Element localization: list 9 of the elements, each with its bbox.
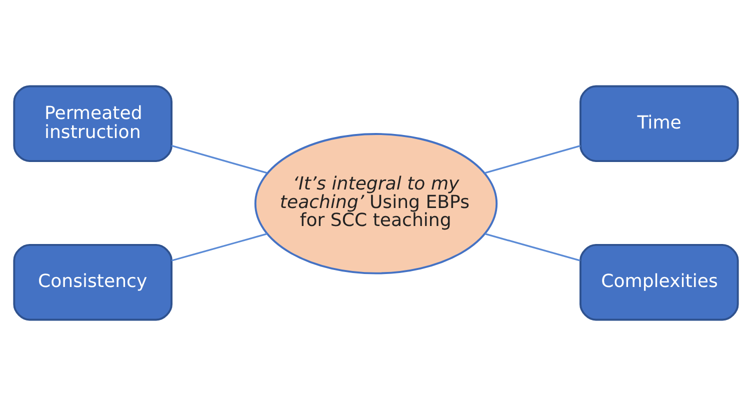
- connector: [170, 144, 267, 174]
- node-box: Consistency: [12, 244, 172, 321]
- node-box: Permeated instruction: [12, 85, 172, 162]
- connector: [484, 144, 580, 174]
- connector: [484, 233, 580, 262]
- node-ellipse: ‘It’s integral to my teaching’ Using EBPs for SCC teaching: [254, 133, 498, 274]
- node-box: Time: [579, 85, 738, 162]
- node-box: Complexities: [579, 244, 738, 321]
- connector: [170, 233, 267, 262]
